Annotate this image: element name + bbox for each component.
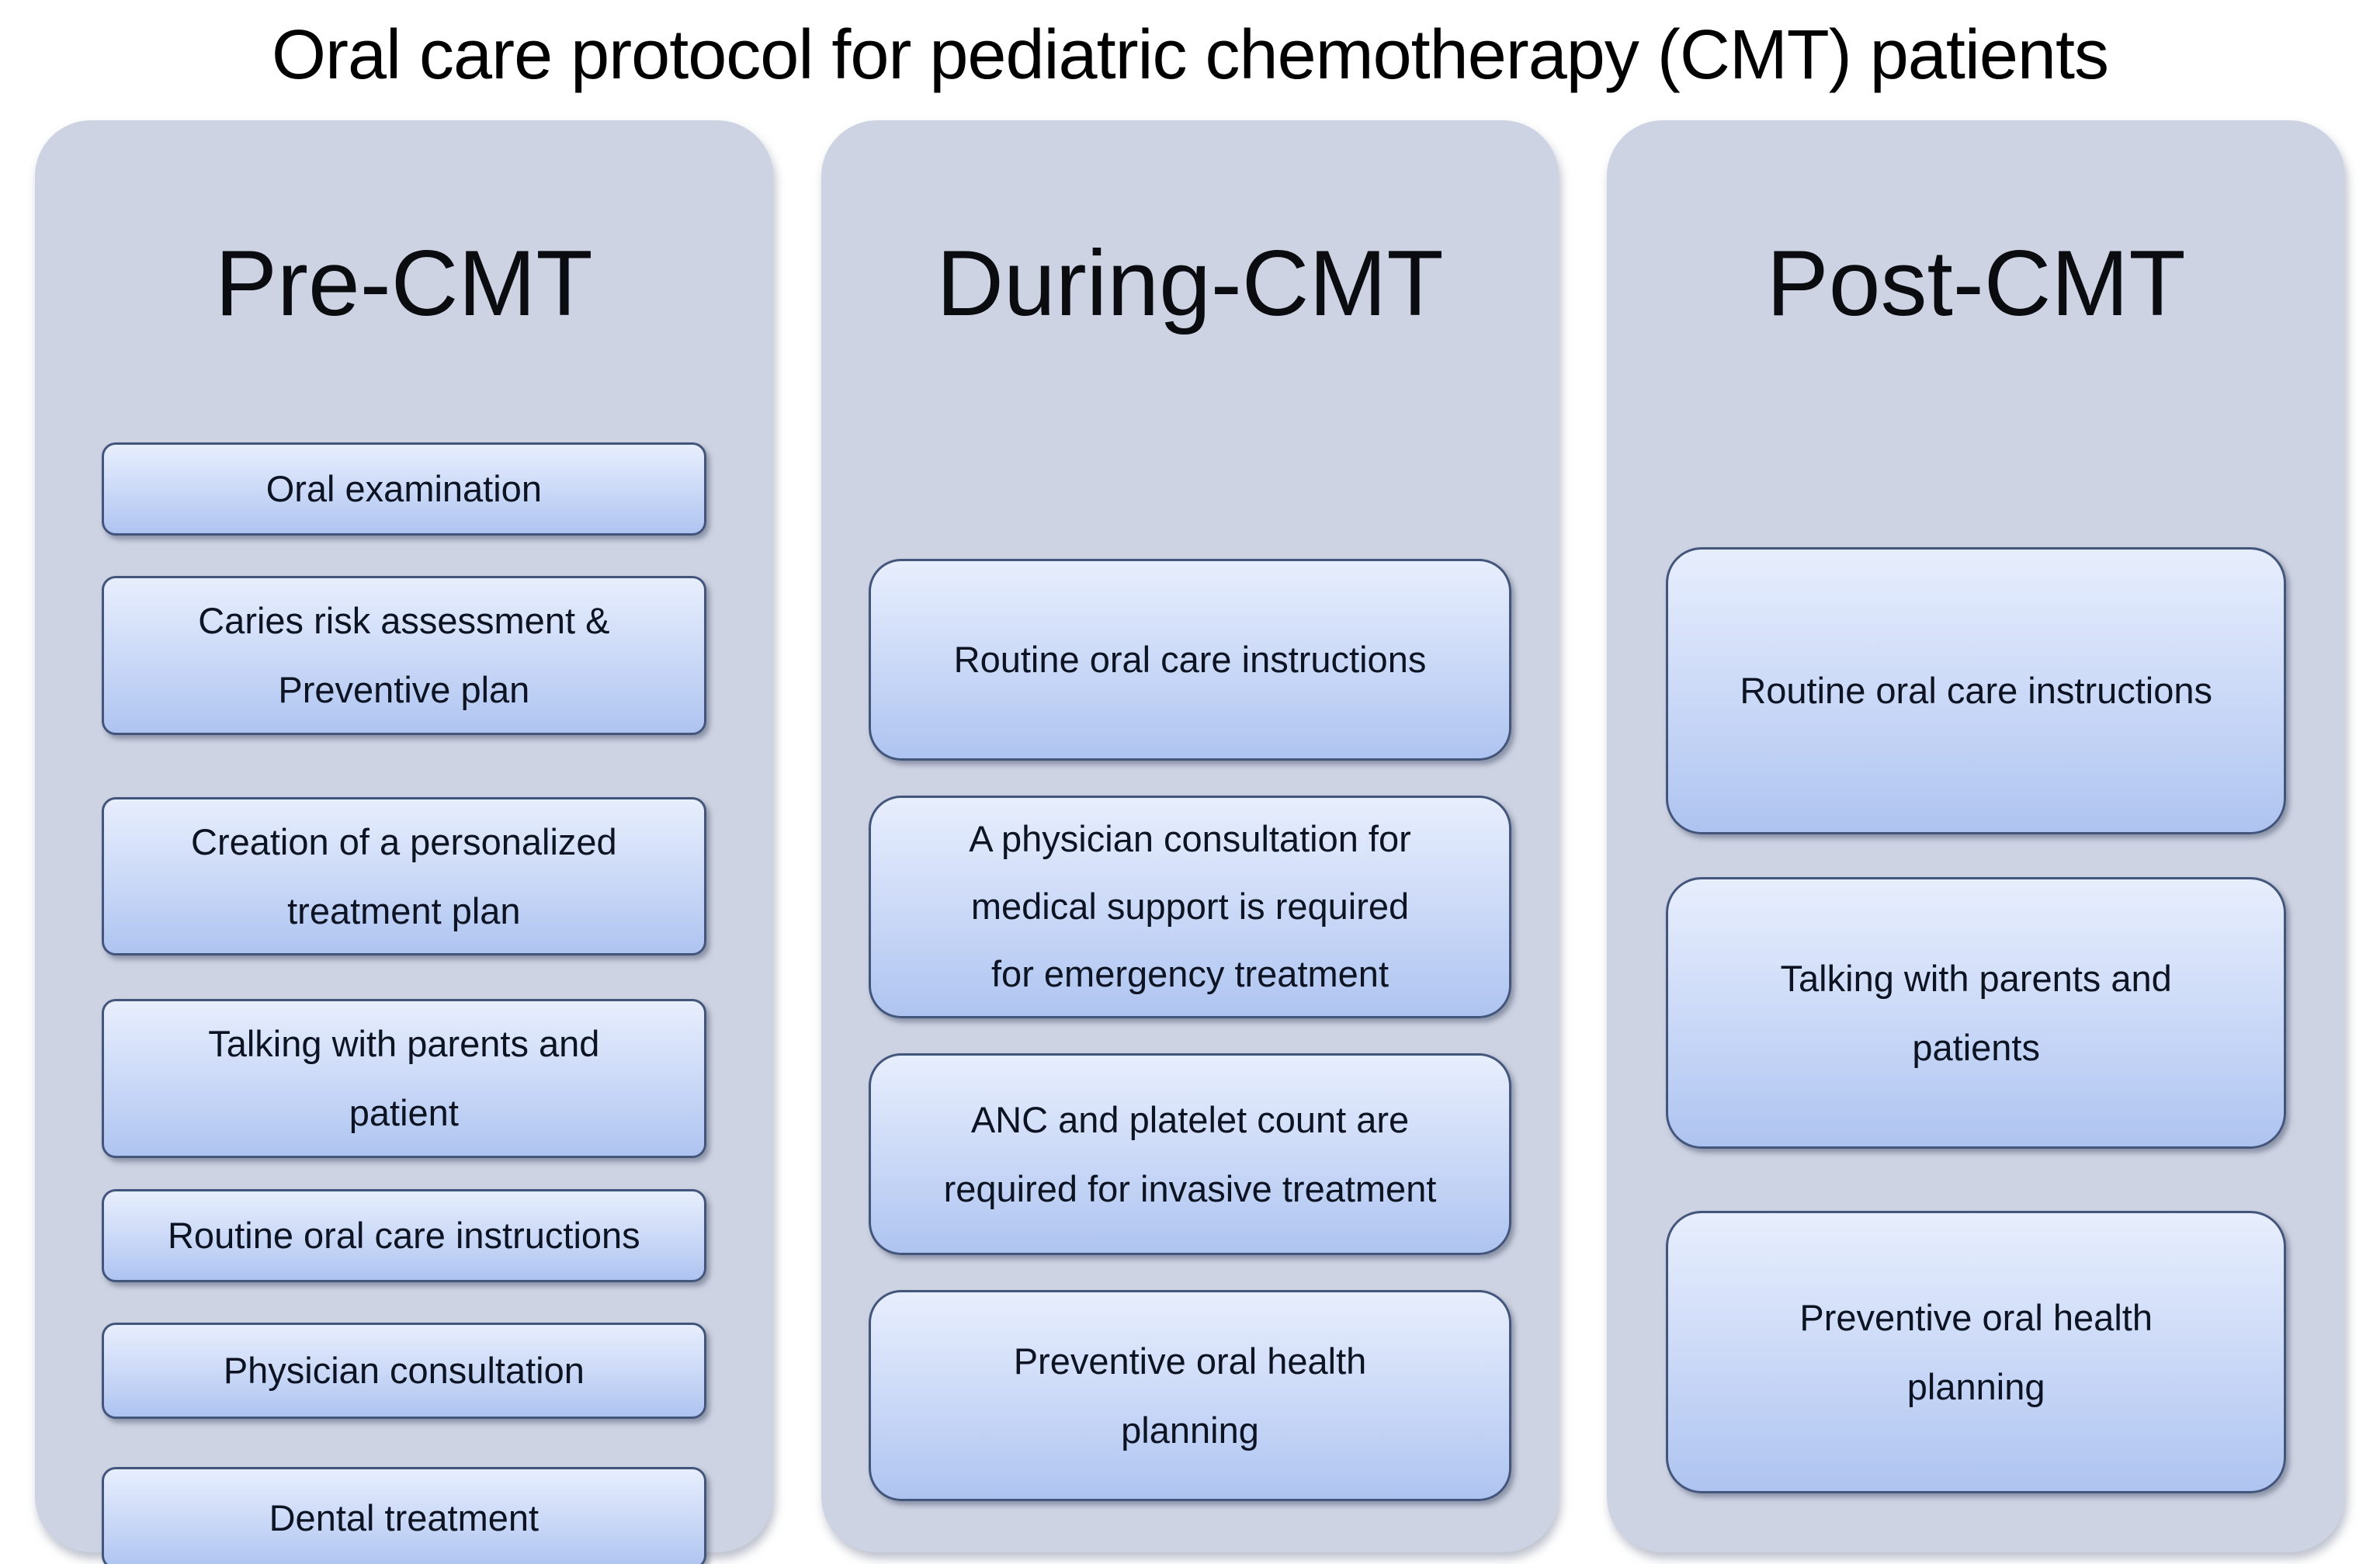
box-list-post-cmt: Routine oral care instructions Talking w… (1607, 547, 2345, 1493)
step-box-oral-examination: Oral examination (101, 442, 707, 536)
box-list-during-cmt: Routine oral care instructions A physici… (821, 559, 1559, 1501)
step-box-preventive-oral-health-planning: Preventive oral health planning (1666, 1211, 2286, 1493)
column-header-during-cmt: During-CMT (936, 231, 1444, 335)
step-box-caries-risk-assessment: Caries risk assessment & Preventive plan (101, 576, 707, 735)
step-box-personalized-treatment-plan: Creation of a personalized treatment pla… (101, 796, 707, 956)
phase-columns: Pre-CMT Oral examination Caries risk ass… (0, 120, 2380, 1564)
column-post-cmt: Post-CMT Routine oral care instructions … (1607, 120, 2346, 1552)
step-box-preventive-oral-health-planning: Preventive oral health planning (869, 1289, 1511, 1501)
column-pre-cmt: Pre-CMT Oral examination Caries risk ass… (35, 120, 773, 1564)
figure-title: Oral care protocol for pediatric chemoth… (272, 16, 2109, 94)
step-box-talking-with-parents: Talking with parents and patient (101, 999, 707, 1158)
step-box-physician-consultation-emergency: A physician consultation for medical sup… (869, 796, 1511, 1018)
column-during-cmt: During-CMT Routine oral care instruction… (821, 120, 1559, 1552)
column-header-post-cmt: Post-CMT (1766, 231, 2186, 335)
step-box-dental-treatment: Dental treatment (101, 1466, 707, 1564)
step-box-talking-with-parents: Talking with parents and patients (1666, 877, 2286, 1149)
step-box-physician-consultation: Physician consultation (101, 1322, 707, 1419)
step-box-routine-oral-care: Routine oral care instructions (101, 1188, 707, 1282)
step-box-routine-oral-care: Routine oral care instructions (1666, 547, 2286, 834)
step-box-anc-platelet-count: ANC and platelet count are required for … (869, 1052, 1511, 1255)
step-box-routine-oral-care: Routine oral care instructions (869, 559, 1511, 761)
column-header-pre-cmt: Pre-CMT (215, 231, 593, 335)
box-list-pre-cmt: Oral examination Caries risk assessment … (35, 442, 773, 1564)
